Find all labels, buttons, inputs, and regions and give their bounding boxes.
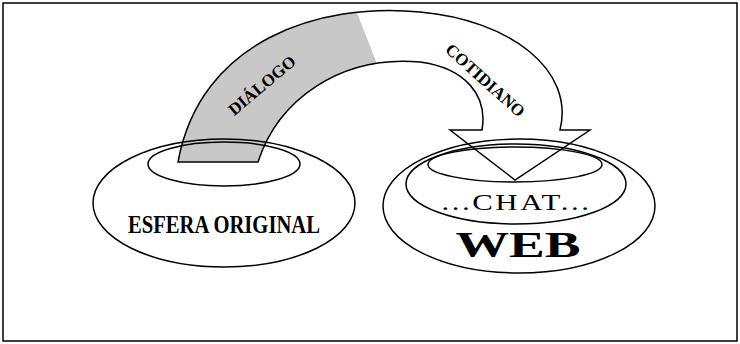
sphere-node: ...CHAT...: [405, 143, 627, 225]
sphere-node: ESFERA ORIGINAL: [92, 138, 356, 268]
node-label: ESFERA ORIGINAL: [128, 212, 320, 238]
inner-ellipse: [148, 142, 300, 186]
ellipse-outline: [92, 138, 356, 268]
arrow-shade: [178, 10, 590, 180]
node-label-holder: ESFERA ORIGINAL: [103, 212, 345, 238]
inner-ellipse: [428, 147, 602, 182]
frame-border: [3, 3, 737, 341]
outer-ellipse: [93, 139, 355, 267]
arrow-label: COTIDIANO: [442, 40, 528, 120]
node-label: ...CHAT...: [441, 190, 591, 214]
arrow-fill: [178, 10, 590, 180]
arrow-group: [178, 10, 590, 180]
sphere-node: ...CHAT... WEB: [382, 138, 656, 274]
arrow-label-holder: DIÁLOGO: [221, 77, 303, 94]
outer-ellipse: [406, 144, 626, 224]
arrow-label-holder: COTIDIANO: [435, 72, 535, 89]
curved-arrow: [178, 10, 590, 180]
arrow-label: DIÁLOGO: [225, 52, 299, 118]
node-label-holder: WEB: [476, 227, 560, 263]
outer-ellipse: [383, 139, 655, 273]
node-label: WEB: [455, 227, 580, 263]
node-label-holder: ...CHAT...: [458, 190, 575, 214]
